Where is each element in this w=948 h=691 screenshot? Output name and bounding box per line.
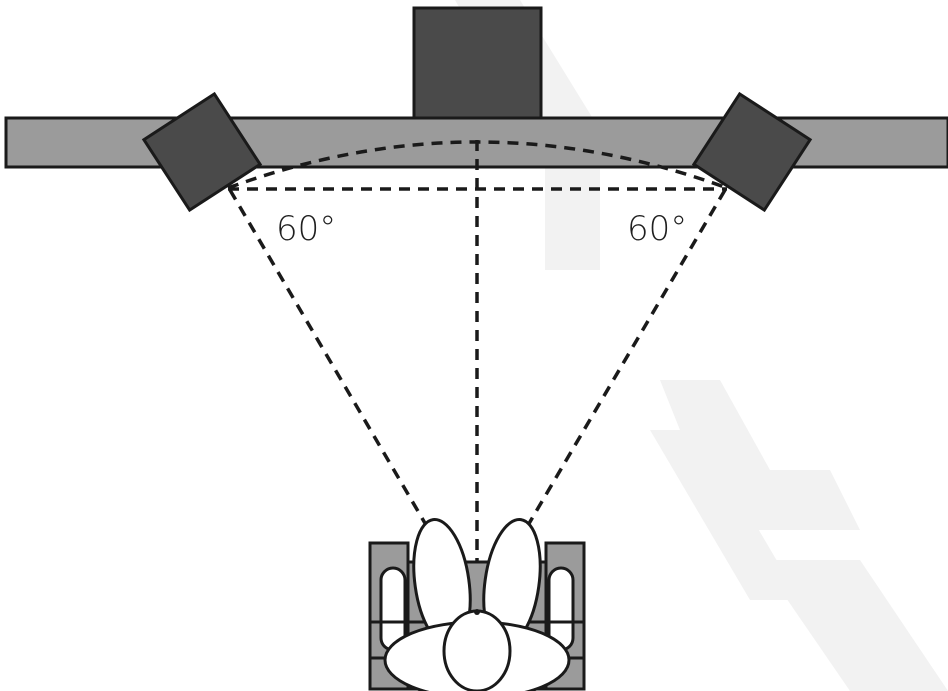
left-angle-label: 60°: [276, 209, 336, 249]
listening-point: [474, 609, 480, 615]
person-icon: [383, 518, 571, 691]
watermark: [455, 0, 948, 691]
right-angle-label: 60°: [627, 209, 687, 249]
left-speaker-icon: [141, 91, 263, 213]
right-speaker-icon: [691, 91, 813, 213]
center-speaker-icon: [412, 6, 543, 120]
